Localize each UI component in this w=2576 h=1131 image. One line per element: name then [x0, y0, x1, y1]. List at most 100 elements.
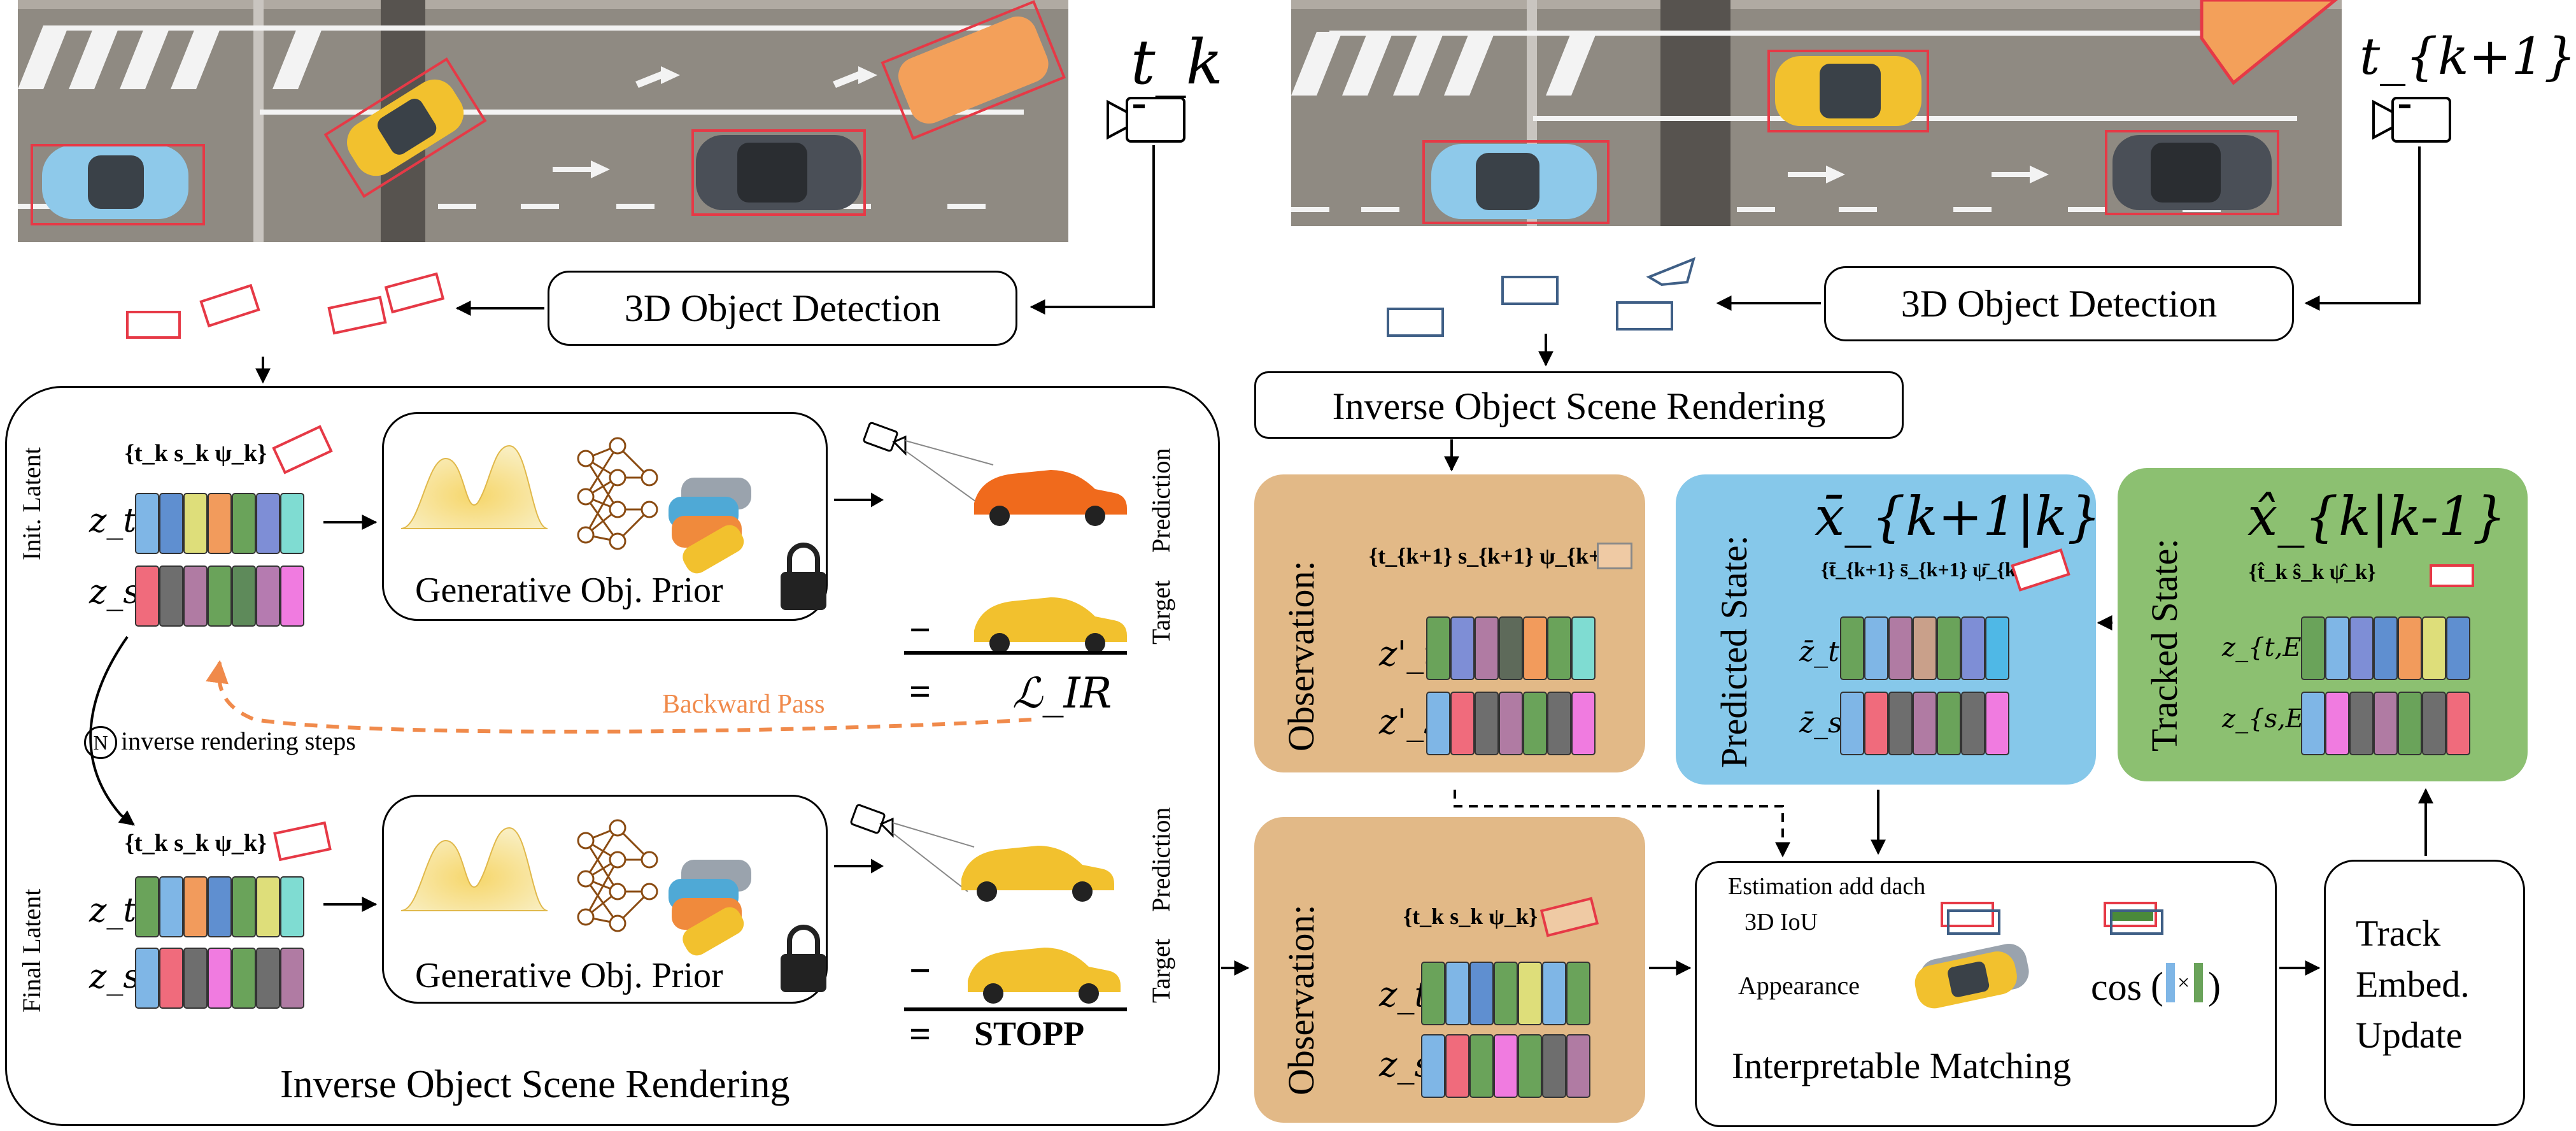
latent-cell: [1426, 692, 1450, 755]
latent-cell: [1840, 616, 1864, 680]
dark-car-tk: [696, 135, 861, 210]
observation-bottom-zt: z_t: [1379, 974, 1429, 1014]
detection-box-tk: 3D Object Detection: [548, 271, 1017, 346]
latent-cell: [2446, 692, 2470, 755]
latent-cell: [208, 948, 232, 1009]
time-label-tk1: t_{k+1}: [2360, 27, 2576, 86]
ior-header-box: Inverse Object Scene Rendering: [1254, 371, 1904, 439]
latent-cell: [256, 876, 280, 937]
latent-cell: [1571, 692, 1596, 755]
observation-top-zs-strip: [1426, 692, 1596, 755]
tracked-symbol: x̂_{k|k-1}: [2247, 485, 2507, 548]
iou-label: 3D IoU: [1744, 909, 1818, 935]
minus-sign-1: −: [909, 609, 931, 651]
latent-cell: [232, 566, 256, 627]
stop-label: STOPP: [974, 1014, 1085, 1053]
latent-cell: [208, 493, 232, 554]
track-update-line2: Embed.: [2356, 964, 2470, 1005]
latent-cell: [208, 876, 232, 937]
minus-sign-2: −: [909, 950, 931, 992]
render-compare-graphics: [834, 422, 1127, 1011]
estimation-label: Estimation add dach: [1728, 873, 1926, 900]
iou-boxes-icon: [1941, 902, 2000, 935]
latent-cell: [1450, 692, 1475, 755]
latent-cell: [2374, 692, 2398, 755]
latent-cell: [232, 948, 256, 1009]
predicted-car-render-1: [974, 470, 1127, 526]
neural-net-icon: [577, 437, 658, 550]
final-latent-zs: [135, 948, 304, 1009]
latent-cell: [1450, 616, 1475, 680]
latent-cell: [2446, 616, 2470, 680]
latent-cell: [159, 493, 183, 554]
camera-icon: [2372, 97, 2451, 143]
latent-cell: [135, 566, 159, 627]
observation-top-box-glyph: [1597, 543, 1632, 569]
latent-cell: [1445, 1034, 1469, 1098]
latent-cell: [2301, 616, 2325, 680]
latent-cell: [1523, 692, 1547, 755]
init-zt-label: z_t: [89, 502, 137, 540]
latent-cell: [1523, 616, 1547, 680]
latent-cell: [1518, 962, 1542, 1025]
detected-boxes-tk1: [1387, 257, 1696, 337]
track-update-line1: Track: [2356, 913, 2441, 954]
latent-cell: [1475, 692, 1499, 755]
detected-boxes-tk: [126, 272, 445, 339]
blue-car-tk1: [1431, 144, 1597, 219]
iou-boxes-icon: [2104, 902, 2163, 935]
observation-bottom-box-glyph: [1539, 897, 1599, 937]
final-zs-label: z_s: [89, 958, 141, 996]
latent-cell: [232, 876, 256, 937]
road-scene-tk1: [1291, 0, 2342, 226]
orange-van-tk: [881, 0, 1066, 140]
tracked-zs-strip: [2301, 692, 2470, 755]
appearance-label: Appearance: [1738, 971, 1860, 1000]
target-car-render-2: [968, 948, 1121, 1004]
latent-cell: [256, 566, 280, 627]
svg-text:): ): [2208, 965, 2221, 1007]
latent-cell: [1494, 962, 1518, 1025]
tracked-state: {t̂_k ŝ_k ψ̂_k}: [2249, 560, 2376, 584]
latent-cell: [1445, 962, 1469, 1025]
latent-cell: [1469, 1034, 1494, 1098]
latent-cell: [1961, 616, 1985, 680]
latent-cell: [1937, 692, 1961, 755]
init-zs-label: z_s: [89, 573, 141, 611]
observation-top-state: {t_{k+1} s_{k+1} ψ_{k+1}}: [1369, 543, 1631, 569]
init-latent-zs: [135, 566, 304, 627]
detection-label-tk: 3D Object Detection: [624, 287, 941, 329]
latent-cell: [1888, 616, 1913, 680]
latent-cell: [2349, 616, 2374, 680]
tracked-box-glyph: [2430, 564, 2474, 587]
prior-illustrations: [400, 437, 826, 992]
svg-text:(: (: [2151, 965, 2163, 1007]
latent-cell: [1421, 962, 1445, 1025]
latent-cell: [159, 876, 183, 937]
detection-label-tk1: 3D Object Detection: [1900, 283, 2218, 325]
latent-cell: [232, 493, 256, 554]
latent-cell: [2422, 616, 2446, 680]
predicted-zs-strip: [1840, 692, 2009, 755]
latent-cell: [1469, 962, 1494, 1025]
lock-icon: [781, 543, 826, 610]
final-box-glyph: [273, 821, 332, 862]
backward-pass-label: Backward Pass: [662, 690, 825, 719]
final-zt-label: z_t: [89, 892, 137, 930]
latent-cell: [2349, 692, 2374, 755]
observation-top-zt-strip: [1426, 616, 1596, 680]
latent-cell: [208, 566, 232, 627]
latent-cell: [280, 876, 304, 937]
loss-label: ℒ_IR: [1012, 669, 1112, 718]
matching-graphics: ( × ): [1914, 902, 2221, 1009]
latent-cell: [256, 493, 280, 554]
observation-bottom-zt-strip: [1421, 962, 1590, 1025]
latent-cell: [280, 948, 304, 1009]
final-state-label: {t_k s_k ψ_k}: [125, 830, 267, 857]
generative-prior-label-1: Generative Obj. Prior: [415, 571, 723, 610]
predicted-zt-strip: [1840, 616, 2009, 680]
latent-cell: [159, 948, 183, 1009]
predicted-zs: z̄_s: [1799, 707, 1843, 739]
cosine-icon: ( × ): [2151, 963, 2221, 1007]
latent-cell: [1985, 692, 2009, 755]
